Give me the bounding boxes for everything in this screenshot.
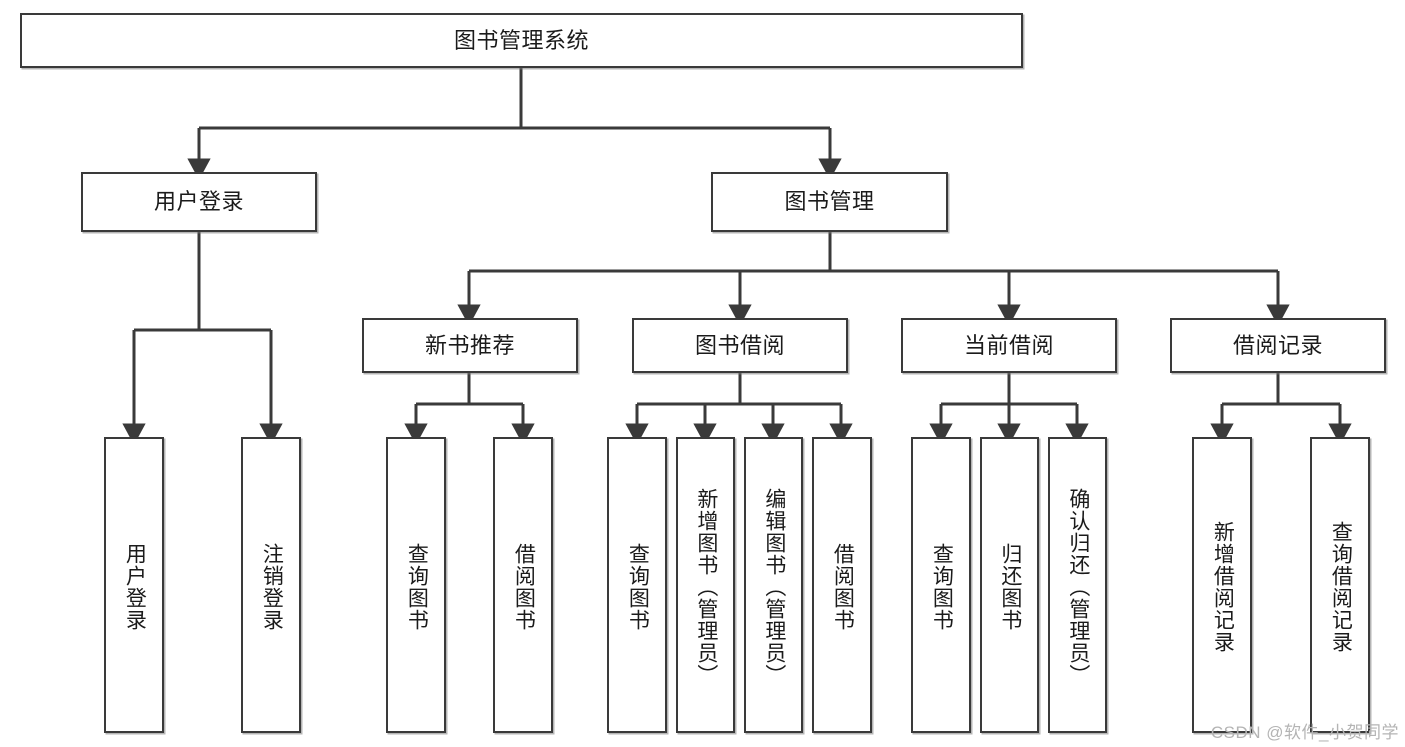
- node-leaf-borrow-book-label: 借阅图书: [831, 543, 855, 631]
- node-book-borrow-label: 图书借阅: [694, 332, 785, 358]
- node-leaf-query-borrow-record[interactable]: 查询借阅记录: [1310, 437, 1370, 733]
- node-leaf-user-login-label: 用户登录: [123, 543, 147, 631]
- node-leaf-logout[interactable]: 注销登录: [241, 437, 301, 733]
- node-leaf-borrow-book[interactable]: 借阅图书: [812, 437, 872, 733]
- node-leaf-borrow-book-recommend[interactable]: 借阅图书: [493, 437, 553, 733]
- node-book-management-label: 图书管理: [784, 189, 875, 215]
- node-current-borrow[interactable]: 当前借阅: [901, 318, 1117, 373]
- node-leaf-query-book-recommend-label: 查询图书: [405, 543, 429, 631]
- node-borrow-record[interactable]: 借阅记录: [1170, 318, 1386, 373]
- node-leaf-borrow-book-recommend-label: 借阅图书: [512, 543, 536, 631]
- node-leaf-return-book-label: 归还图书: [998, 543, 1022, 631]
- node-root-label: 图书管理系统: [453, 27, 589, 53]
- node-new-book-recommend[interactable]: 新书推荐: [362, 318, 578, 373]
- node-leaf-add-borrow-record-label: 新增借阅记录: [1211, 521, 1235, 653]
- node-leaf-add-borrow-record[interactable]: 新增借阅记录: [1192, 437, 1252, 733]
- node-borrow-record-label: 借阅记录: [1232, 332, 1323, 358]
- node-leaf-confirm-return-admin[interactable]: 确认归还（管理员）: [1048, 437, 1107, 733]
- node-book-borrow[interactable]: 图书借阅: [632, 318, 848, 373]
- node-leaf-query-book-recommend[interactable]: 查询图书: [386, 437, 446, 733]
- watermark-credit: CSDN @软件_小贺同学: [1210, 723, 1399, 742]
- node-leaf-add-book-admin[interactable]: 新增图书（管理员）: [676, 437, 735, 733]
- node-leaf-logout-label: 注销登录: [260, 543, 284, 631]
- node-leaf-query-book-borrow[interactable]: 查询图书: [607, 437, 667, 733]
- node-user-login-label: 用户登录: [153, 189, 244, 215]
- node-book-management[interactable]: 图书管理: [711, 172, 948, 232]
- node-current-borrow-label: 当前借阅: [963, 332, 1054, 358]
- node-leaf-edit-book-admin-label: 编辑图书（管理员）: [762, 488, 786, 686]
- node-user-login[interactable]: 用户登录: [81, 172, 317, 232]
- node-leaf-add-book-admin-label: 新增图书（管理员）: [694, 488, 718, 686]
- node-leaf-query-borrow-record-label: 查询借阅记录: [1329, 521, 1353, 653]
- node-leaf-query-book-current[interactable]: 查询图书: [911, 437, 971, 733]
- node-new-book-recommend-label: 新书推荐: [424, 332, 515, 358]
- node-leaf-return-book[interactable]: 归还图书: [980, 437, 1039, 733]
- node-leaf-confirm-return-admin-label: 确认归还（管理员）: [1066, 488, 1090, 686]
- node-leaf-query-book-current-label: 查询图书: [930, 543, 954, 631]
- node-root-book-management-system[interactable]: 图书管理系统: [20, 13, 1023, 68]
- node-leaf-user-login[interactable]: 用户登录: [104, 437, 164, 733]
- node-leaf-edit-book-admin[interactable]: 编辑图书（管理员）: [744, 437, 803, 733]
- node-leaf-query-book-borrow-label: 查询图书: [626, 543, 650, 631]
